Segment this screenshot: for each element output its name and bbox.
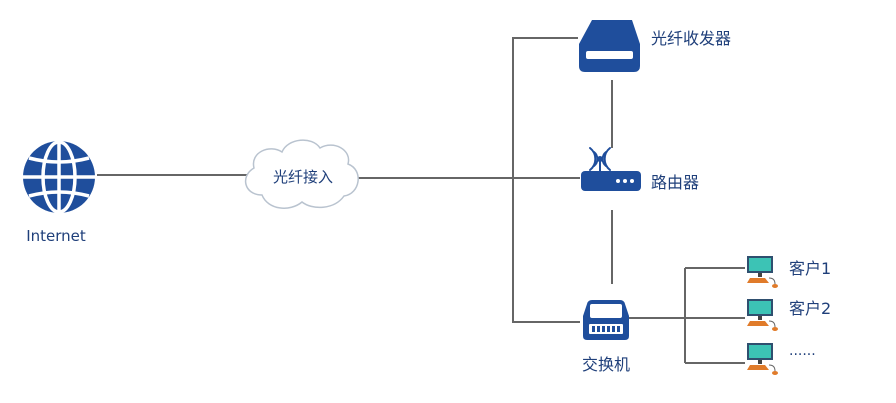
client-2-label: 客户2	[789, 299, 831, 318]
fiber-access-label: 光纤接入	[273, 168, 333, 186]
router-icon	[581, 147, 641, 191]
client-3-label: ......	[789, 343, 816, 359]
internet-label: Internet	[26, 227, 86, 245]
computer-icon	[747, 343, 778, 375]
globe-icon	[23, 140, 95, 214]
router-label: 路由器	[651, 173, 699, 192]
connection-lines	[97, 37, 745, 364]
line-trunk	[512, 37, 580, 323]
computer-icon	[747, 299, 778, 331]
transceiver-label: 光纤收发器	[651, 29, 731, 48]
switch-label: 交换机	[582, 355, 630, 374]
cloud-icon	[244, 139, 359, 209]
fiber-transceiver-icon	[579, 20, 640, 72]
computer-icon	[747, 256, 778, 288]
switch-icon	[583, 300, 629, 340]
client-1-label: 客户1	[789, 259, 831, 278]
